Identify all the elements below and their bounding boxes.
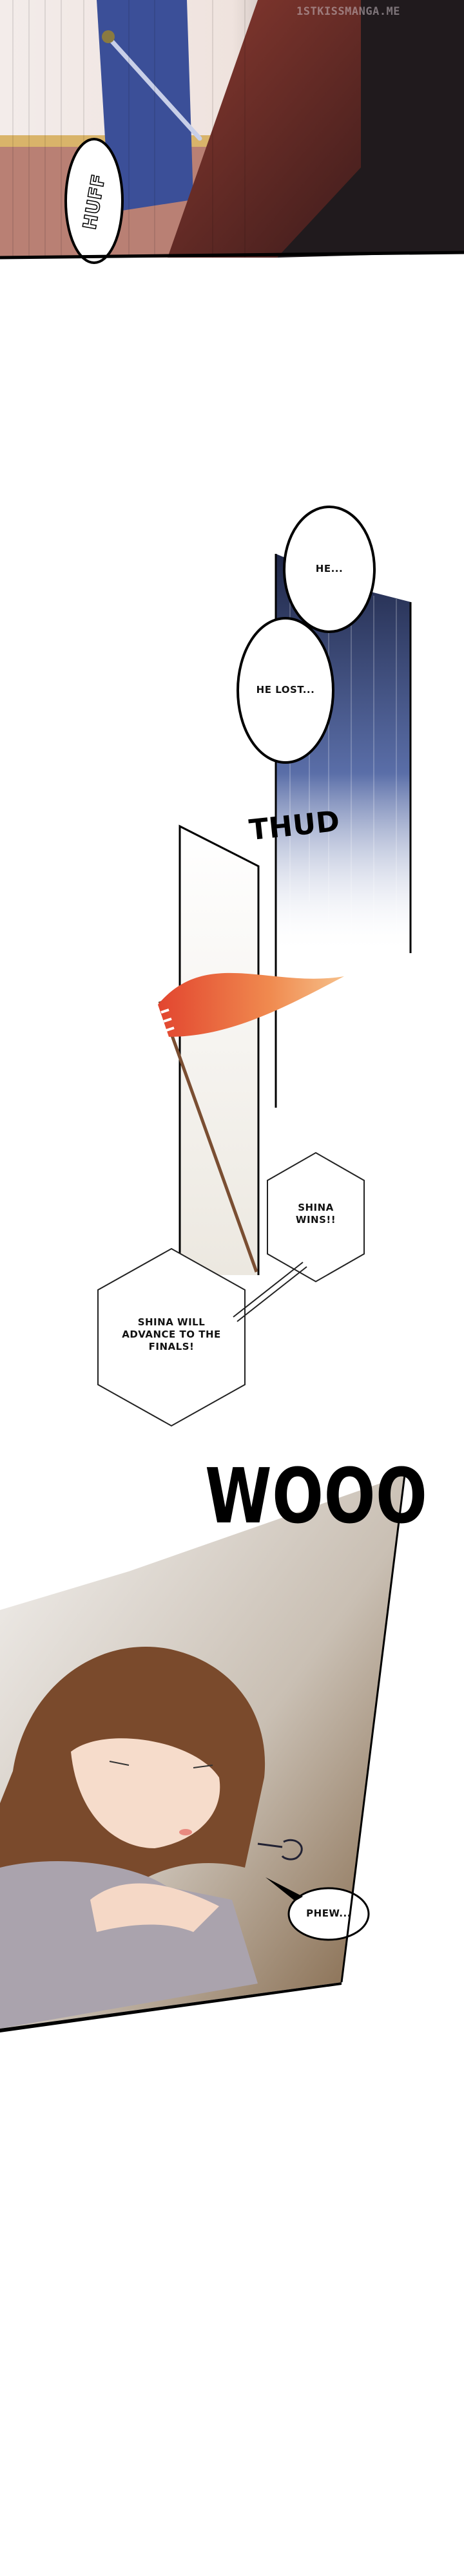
he-bubble: [283, 506, 376, 633]
flag: [158, 972, 344, 1037]
he-lost-bubble: [237, 617, 334, 764]
bubble-phew-text: PHEW...: [306, 1908, 351, 1919]
girl-face: [71, 1738, 220, 1848]
huff-bubble: [64, 138, 124, 264]
advance-hexagon: [97, 1247, 246, 1427]
bubble-he-text: HE...: [315, 563, 343, 574]
shina-wins-hexagon: [267, 1151, 365, 1283]
girl-hand: [90, 1883, 219, 1932]
red-haired-figure: [168, 0, 387, 258]
panel-2: [237, 506, 412, 1108]
watermark: 1STKISSMANGA.ME: [296, 5, 401, 18]
sfx-wooo: WOOO: [205, 1453, 428, 1541]
bubble-he-lost-text: HE LOST...: [256, 684, 315, 696]
panel-1: [0, 0, 464, 264]
panel-5: [0, 1474, 406, 2032]
sword: [107, 36, 202, 141]
flag-pole: [158, 1001, 258, 1273]
narration-shina-wins: SHINA WINS!!: [295, 1202, 336, 1226]
narration-advance: SHINA WILL ADVANCE TO THE FINALS!: [122, 1316, 221, 1352]
panel-3: [158, 824, 344, 1275]
